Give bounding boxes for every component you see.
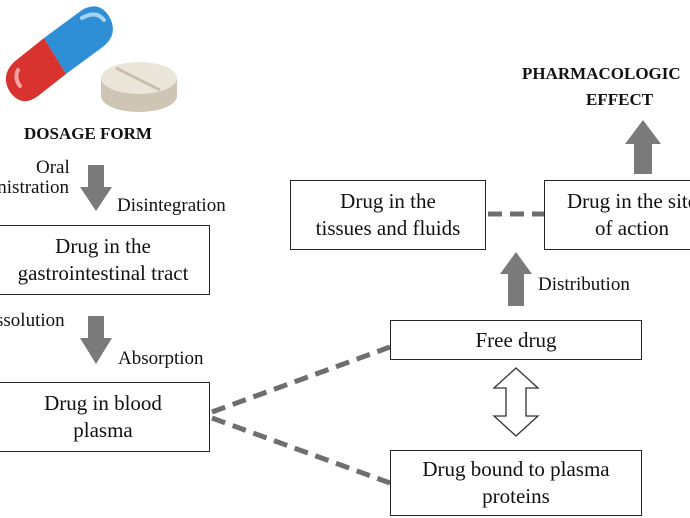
bound-drug-box: Drug bound to plasma proteins — [390, 450, 642, 516]
disintegration-label: Disintegration — [117, 195, 226, 216]
arrow-effect — [625, 120, 661, 174]
oral-label-line1: Oral — [36, 157, 70, 178]
bound-drug-line2: proteins — [482, 484, 550, 508]
arrow-disintegration — [80, 165, 112, 211]
dissolution-label: ssolution — [0, 310, 65, 331]
arrow-absorption — [80, 316, 112, 364]
capsule-icon — [5, 6, 113, 102]
double-arrow-binding — [492, 367, 540, 437]
gi-tract-box: Drug in the gastrointestinal tract — [0, 225, 210, 295]
blood-plasma-line1: Drug in blood — [44, 391, 162, 415]
blood-plasma-box: Drug in blood plasma — [0, 382, 210, 452]
free-drug-label: Free drug — [475, 327, 557, 352]
bound-drug-line1: Drug bound to plasma — [422, 457, 610, 481]
arrow-distribution — [500, 252, 532, 306]
effect-title-line2: EFFECT — [586, 90, 654, 109]
tissues-fluids-box: Drug in the tissues and fluids — [290, 180, 486, 250]
tissues-fluids-line2: tissues and fluids — [315, 216, 461, 240]
dashed-connectors — [211, 211, 544, 486]
site-of-action-box: Drug in the site of action — [544, 180, 690, 250]
dosage-form-title: DOSAGE FORM — [24, 124, 152, 143]
effect-title-line1: PHARMACOLOGIC — [522, 64, 681, 83]
gi-tract-line2: gastrointestinal tract — [17, 261, 189, 285]
site-of-action-line2: of action — [595, 216, 670, 240]
gi-tract-line1: Drug in the — [55, 234, 151, 258]
oral-label-line2: inistration — [0, 177, 70, 198]
site-of-action-line1: Drug in the site — [567, 189, 690, 213]
absorption-label: Absorption — [118, 348, 204, 369]
tablet-icon — [101, 62, 177, 112]
tissues-fluids-line1: Drug in the — [340, 189, 436, 213]
blood-plasma-line2: plasma — [73, 418, 133, 442]
free-drug-box: Free drug — [390, 320, 642, 360]
distribution-label: Distribution — [538, 274, 630, 295]
